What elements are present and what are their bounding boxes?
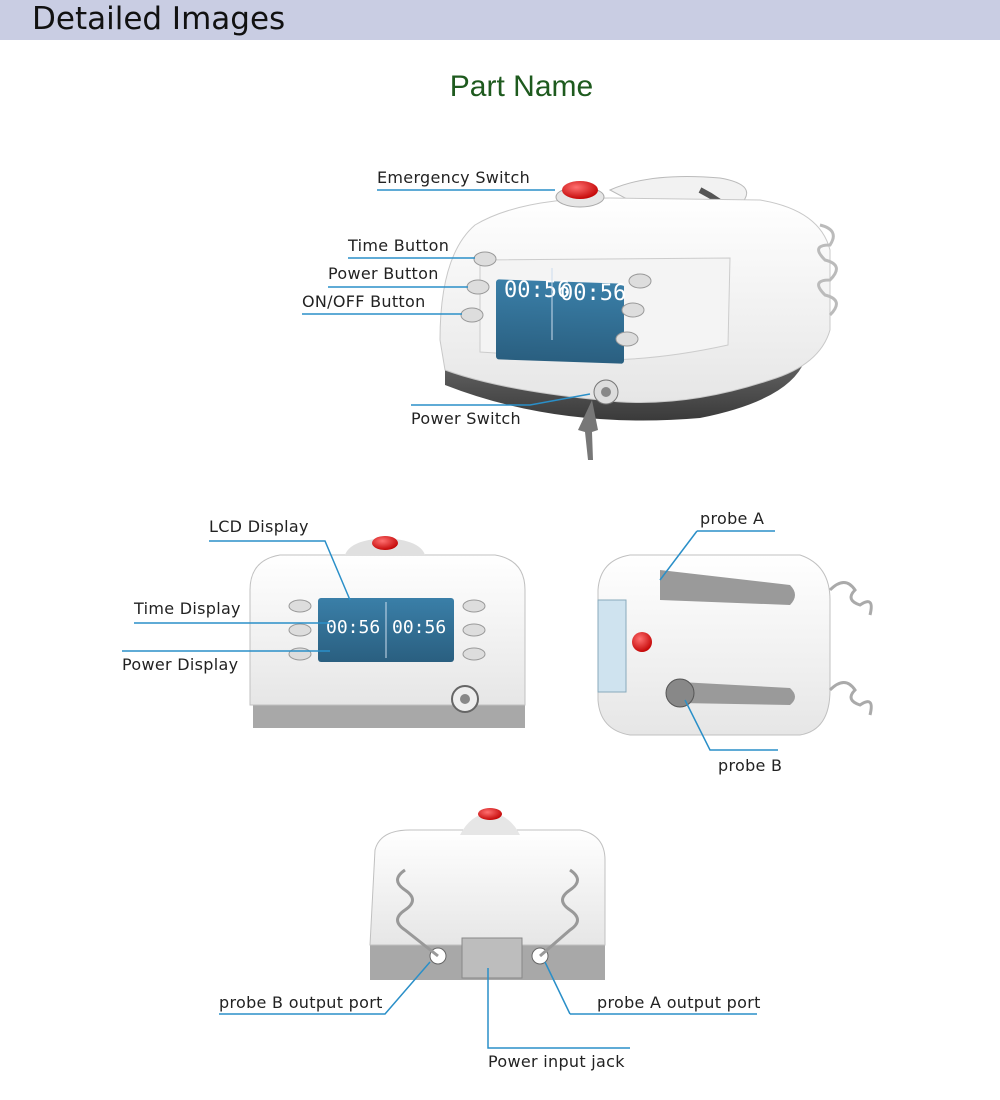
- side-view-device: [597, 554, 873, 736]
- label-power-switch: Power Switch: [411, 409, 521, 428]
- front-view-device: 00:56 00:56: [249, 536, 526, 728]
- label-probe-a-output-port: probe A output port: [597, 993, 761, 1012]
- top-lcd-time-right: 00:56: [560, 281, 626, 306]
- label-probe-b: probe B: [718, 756, 783, 775]
- front-lcd-time-right: 00:56: [392, 617, 446, 638]
- label-time-button: Time Button: [348, 236, 450, 255]
- leader-lines: [122, 189, 778, 1049]
- diagram-title: Part Name: [449, 70, 594, 103]
- back-view-device: [369, 808, 606, 980]
- top-lcd-time-left: 00:56: [504, 278, 570, 303]
- label-power-input-jack: Power input jack: [488, 1052, 625, 1071]
- label-lcd-display: LCD Display: [209, 517, 309, 536]
- label-time-display: Time Display: [134, 599, 241, 618]
- label-power-button: Power Button: [328, 264, 439, 283]
- label-probe-b-output-port: probe B output port: [219, 993, 383, 1012]
- label-power-display: Power Display: [122, 655, 239, 674]
- label-onoff-button: ON/OFF Button: [302, 292, 426, 311]
- label-probe-a: probe A: [700, 509, 765, 528]
- front-lcd-time-left: 00:56: [326, 617, 380, 638]
- label-emergency-switch: Emergency Switch: [377, 168, 531, 187]
- top-view-device: 00:56 00:56: [439, 176, 838, 460]
- header-bar: Detailed Images: [0, 0, 1000, 40]
- header-title: Detailed Images: [32, 1, 286, 37]
